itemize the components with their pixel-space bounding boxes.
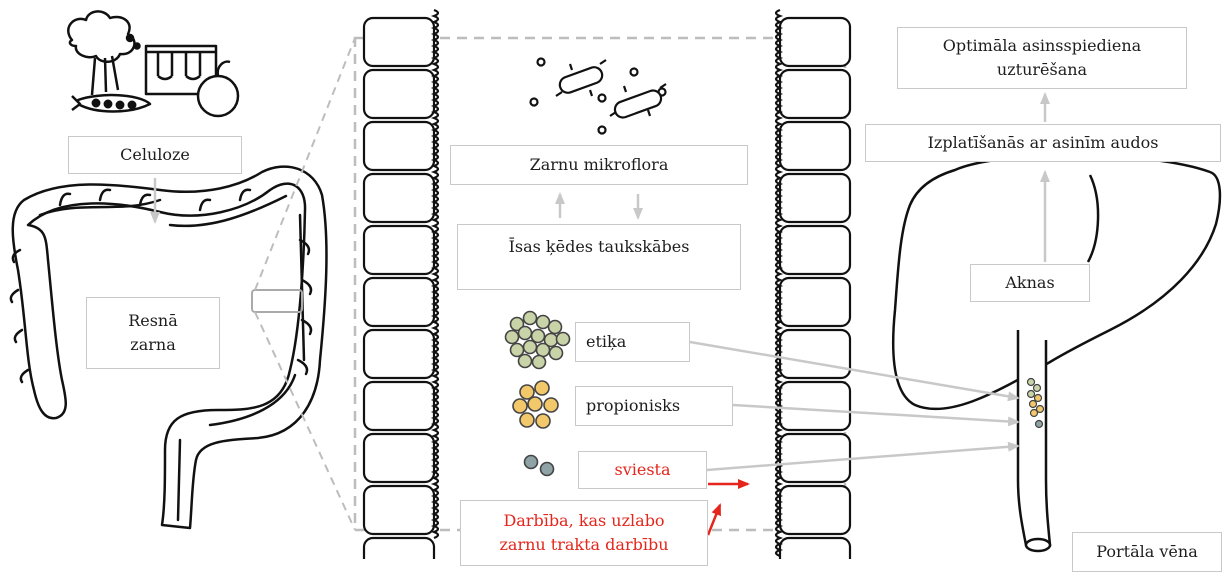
liver-icon (891, 154, 1222, 411)
acetate-molecules-icon (504, 310, 571, 370)
isas-kedes-label: Īsas ķēdes taukskābes (457, 224, 741, 290)
etika-label: etiķa (575, 322, 690, 362)
zoom-highlight (251, 289, 303, 313)
bacteria-icon (529, 57, 667, 135)
intestinal-wall-left (362, 8, 440, 559)
celuloze-label: Celuloze (68, 136, 242, 174)
portala-vena-label: Portāla vēna (1072, 532, 1222, 572)
intestinal-wall-right (774, 8, 852, 559)
portal-vein-icon (1016, 330, 1052, 553)
izplatisanas-label: Izplatīšanās ar asinīm audos (865, 124, 1221, 162)
sviesta-label: sviesta (578, 451, 707, 489)
zarnu-mikroflora-label: Zarnu mikroflora (450, 145, 748, 185)
zoom-lines (254, 37, 356, 531)
red-arrows (706, 479, 750, 536)
propionate-molecules-icon (512, 380, 559, 429)
resna-zarna-label: Resnā zarna (86, 297, 220, 369)
optimala-label: Optimāla asinsspiediena uzturēšana (897, 27, 1187, 89)
diagram-canvas (9, 8, 1222, 559)
vegetables-icon (67, 10, 240, 118)
aknas-label: Aknas (970, 264, 1090, 302)
large-intestine-icon (9, 165, 328, 530)
propionisks-label: propionisks (575, 386, 733, 426)
darbiba-label: Darbība, kas uzlabo zarnu trakta darbību (460, 500, 708, 566)
flow-arrows (150, 92, 1050, 472)
vein-molecules (1026, 377, 1045, 429)
butyrate-molecules-icon (523, 454, 555, 477)
